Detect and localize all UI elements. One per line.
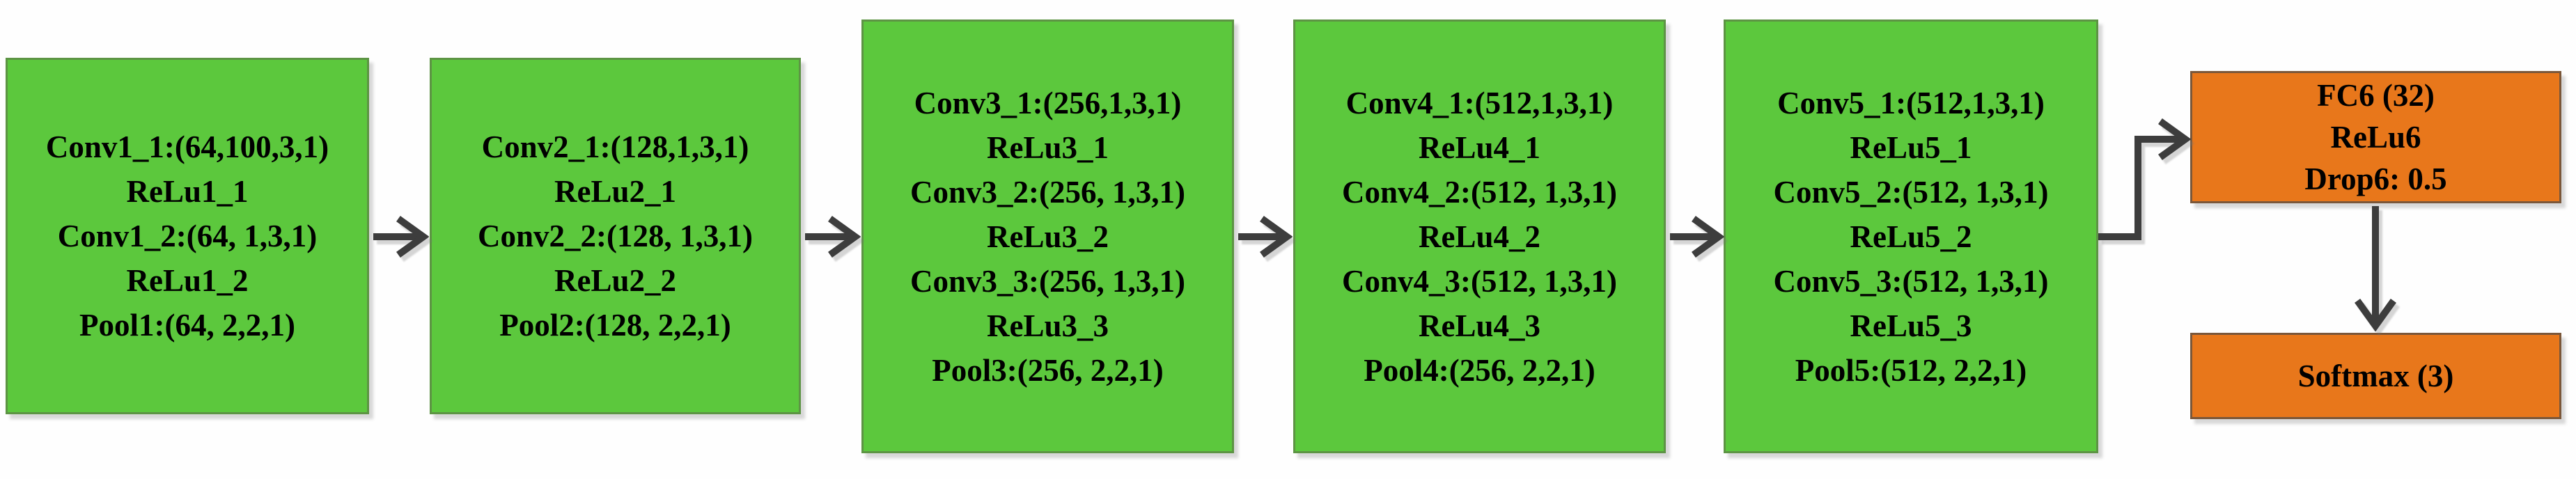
layer-label: ReLu2_1 [554, 174, 676, 209]
layer-label: Conv1_1:(64,100,3,1) [45, 129, 329, 164]
layer-label: Conv5_2:(512, 1,3,1) [1773, 174, 2049, 210]
layer-label: ReLu3_1 [986, 129, 1109, 165]
layer-label: Conv4_3:(512, 1,3,1) [1342, 263, 1617, 299]
layer-label: Conv4_2:(512, 1,3,1) [1342, 174, 1617, 210]
layer-label: ReLu4_3 [1418, 308, 1540, 343]
softmax-block: Softmax (3) [2190, 333, 2561, 419]
layer-label: FC6 (32) [2317, 78, 2435, 113]
layer-label: Conv4_1:(512,1,3,1) [1345, 85, 1614, 120]
layer-label: ReLu4_2 [1418, 219, 1540, 254]
layer-label: Conv5_1:(512,1,3,1) [1777, 85, 2045, 120]
conv-block-4: Conv4_1:(512,1,3,1) ReLu4_1 Conv4_2:(512… [1293, 19, 1666, 453]
layer-label: Softmax (3) [2297, 359, 2454, 393]
layer-label: Drop6: 0.5 [2304, 162, 2447, 196]
elbow-connector-arrow [2098, 139, 2185, 240]
layer-label: ReLu6 [2330, 120, 2421, 155]
layer-label: Conv1_2:(64, 1,3,1) [57, 219, 318, 253]
layer-label: ReLu4_1 [1418, 129, 1540, 165]
layer-label: Pool3:(256, 2,2,1) [932, 352, 1164, 388]
layer-label: Pool2:(128, 2,2,1) [499, 308, 731, 343]
conv-block-2: Conv2_1:(128,1,3,1) ReLu2_1 Conv2_2:(128… [430, 58, 801, 414]
conv-block-1: Conv1_1:(64,100,3,1) ReLu1_1 Conv1_2:(64… [6, 58, 369, 414]
layer-label: Pool5:(512, 2,2,1) [1795, 352, 2027, 388]
layer-label: ReLu5_3 [1850, 308, 1972, 343]
layer-label: ReLu5_1 [1850, 129, 1972, 165]
layer-label: Conv3_2:(256, 1,3,1) [910, 174, 1185, 210]
layer-label: ReLu1_1 [126, 174, 249, 209]
layer-label: Conv2_1:(128,1,3,1) [481, 129, 749, 164]
layer-label: Conv5_3:(512, 1,3,1) [1773, 263, 2049, 299]
layer-label: Conv3_1:(256,1,3,1) [914, 85, 1182, 120]
layer-label: Pool4:(256, 2,2,1) [1364, 352, 1595, 388]
fc6-block: FC6 (32) ReLu6 Drop6: 0.5 [2190, 71, 2561, 203]
layer-label: ReLu5_2 [1850, 219, 1972, 254]
layer-label: Pool1:(64, 2,2,1) [79, 308, 295, 343]
layer-label: ReLu1_2 [126, 263, 249, 298]
layer-label: ReLu3_3 [986, 308, 1109, 343]
layer-label: ReLu3_2 [986, 219, 1109, 254]
conv-block-3: Conv3_1:(256,1,3,1) ReLu3_1 Conv3_2:(256… [861, 19, 1234, 453]
layer-label: Conv3_3:(256, 1,3,1) [910, 263, 1185, 299]
conv-block-5: Conv5_1:(512,1,3,1) ReLu5_1 Conv5_2:(512… [1724, 19, 2098, 453]
layer-label: ReLu2_2 [554, 263, 676, 298]
layer-label: Conv2_2:(128, 1,3,1) [478, 219, 753, 253]
